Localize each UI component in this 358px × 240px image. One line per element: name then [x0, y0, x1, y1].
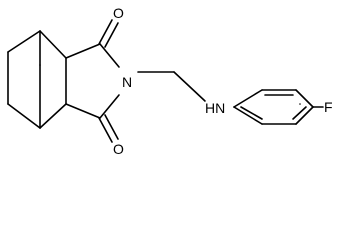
imide-ring	[65, 43, 120, 119]
carbonyl-top	[98, 19, 119, 48]
oxygen-bottom-label: O	[113, 141, 124, 157]
methylene-linker	[137, 71, 206, 102]
carbonyl-bottom	[98, 114, 119, 143]
fluorophenyl-ring	[233, 89, 314, 125]
oxygen-top-label: O	[113, 5, 124, 21]
amine-label: HN	[205, 100, 225, 116]
norbornane-ring	[7, 30, 67, 129]
nitrogen-imide-label: N	[122, 74, 132, 90]
fluorine-label: F	[324, 99, 333, 115]
chemical-structure: O O N HN F	[7, 5, 333, 157]
